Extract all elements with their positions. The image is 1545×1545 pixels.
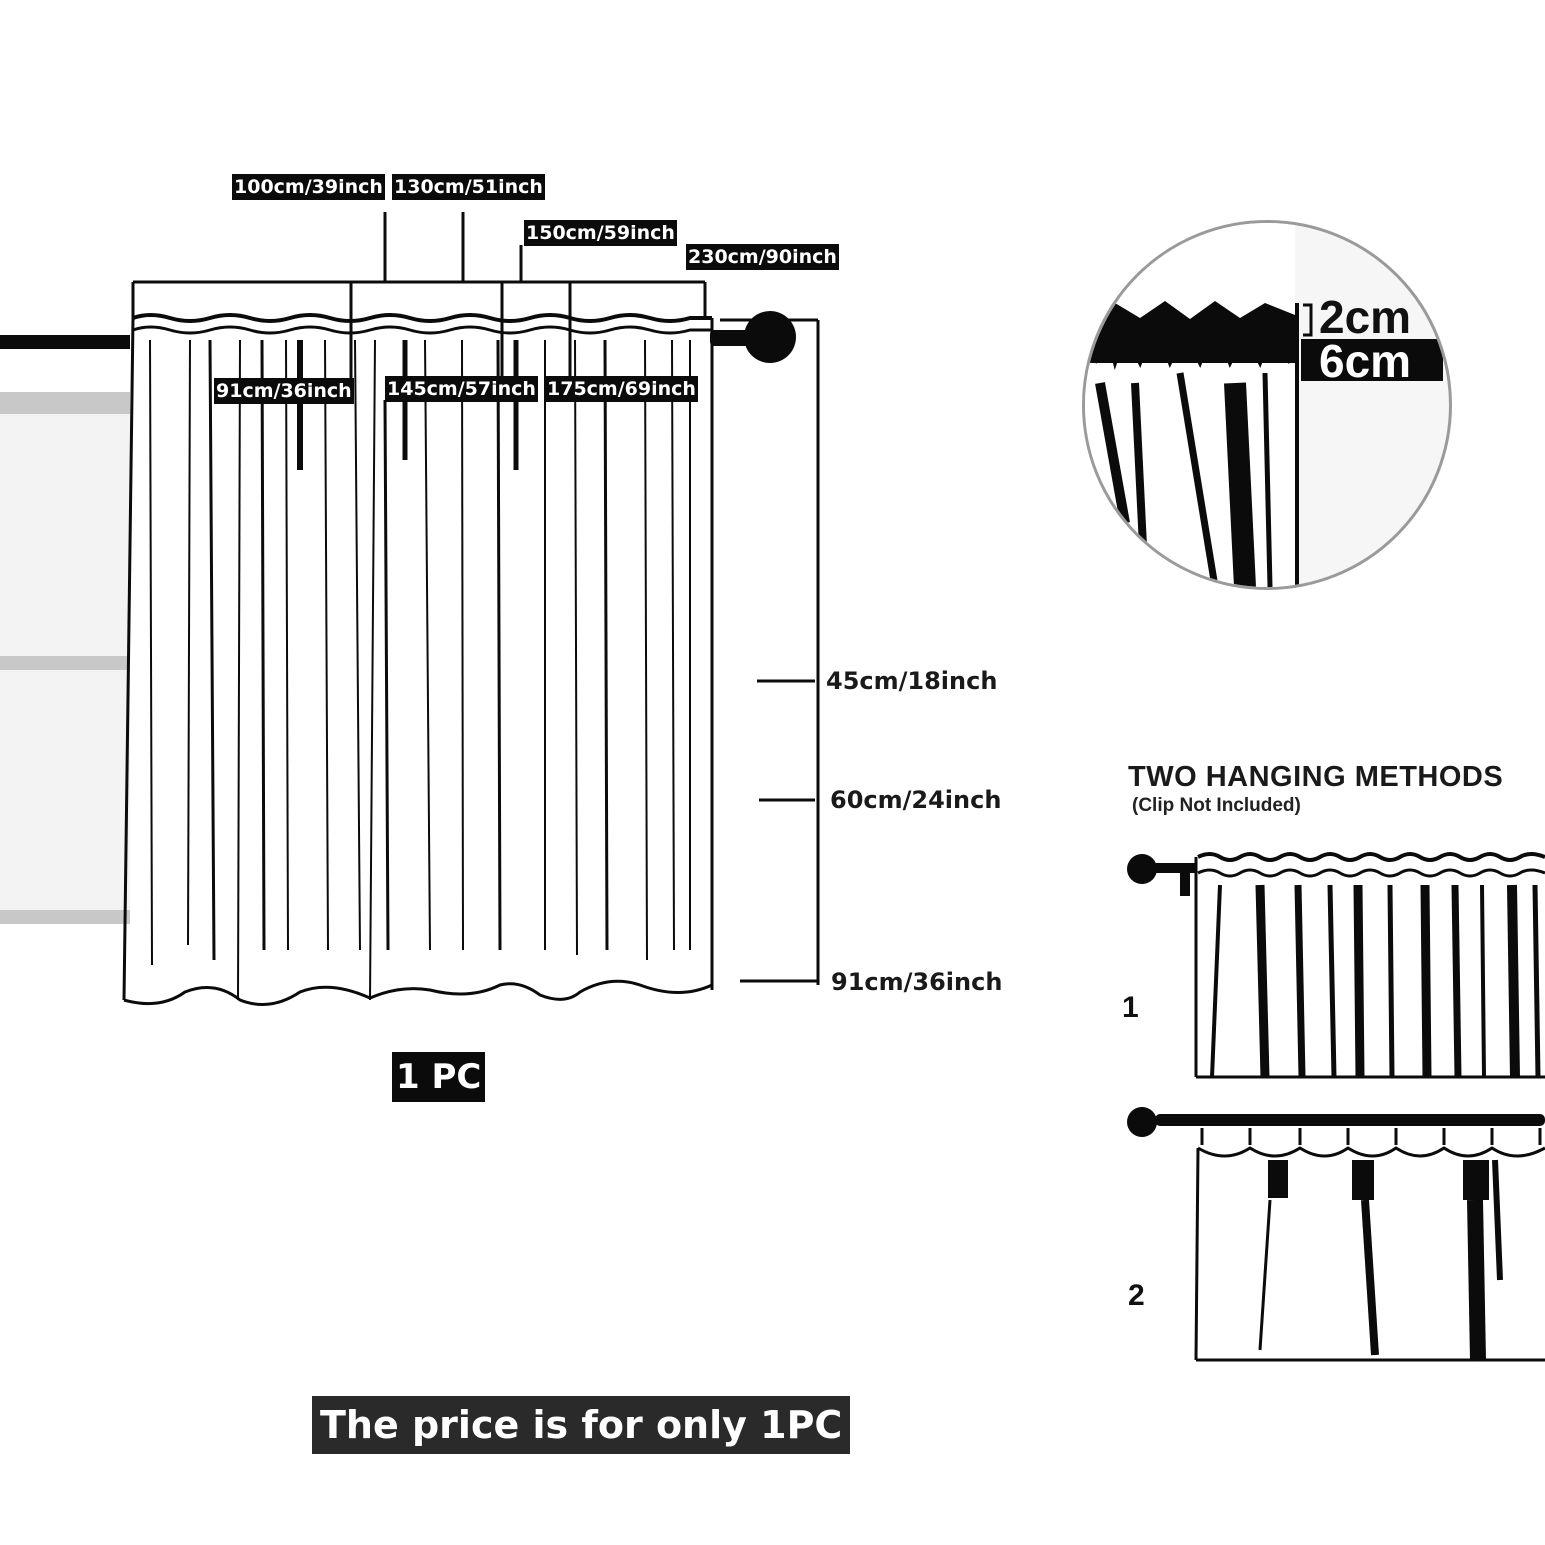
height-label-91: 91cm/36inch xyxy=(831,968,1003,996)
width-label-91: 91cm/36inch xyxy=(214,378,354,404)
rod-pocket-detail: 2cm 6cm xyxy=(1082,220,1452,590)
height-label-60: 60cm/24inch xyxy=(830,786,1002,814)
width-label-150: 150cm/59inch xyxy=(524,220,677,246)
window-frame xyxy=(0,392,130,924)
method-2-number: 2 xyxy=(1128,1279,1145,1312)
rod-pocket-label: 6cm xyxy=(1319,335,1412,387)
curtain-rod xyxy=(0,311,796,363)
width-guides xyxy=(131,212,707,380)
hanging-methods-subtitle: (Clip Not Included) xyxy=(1132,795,1301,816)
curtain-panel xyxy=(122,313,714,1006)
width-label-130: 130cm/51inch xyxy=(392,174,545,200)
height-guides xyxy=(720,318,820,985)
top-header-label: 2cm xyxy=(1319,291,1412,343)
detail-fabric xyxy=(1085,223,1443,587)
method-1-number: 1 xyxy=(1122,991,1139,1024)
method-1-illustration xyxy=(1127,852,1545,1079)
width-label-175: 175cm/69inch xyxy=(545,376,698,402)
width-label-230: 230cm/90inch xyxy=(686,244,839,270)
hanging-methods-title: TWO HANGING METHODS xyxy=(1128,761,1504,793)
width-label-145: 145cm/57inch xyxy=(385,376,538,402)
quantity-badge: 1 PC xyxy=(392,1052,486,1102)
method-2-illustration xyxy=(1127,1107,1545,1362)
width-label-100: 100cm/39inch xyxy=(232,174,385,200)
height-label-45: 45cm/18inch xyxy=(826,667,998,695)
price-note: The price is for only 1PC xyxy=(312,1396,851,1454)
